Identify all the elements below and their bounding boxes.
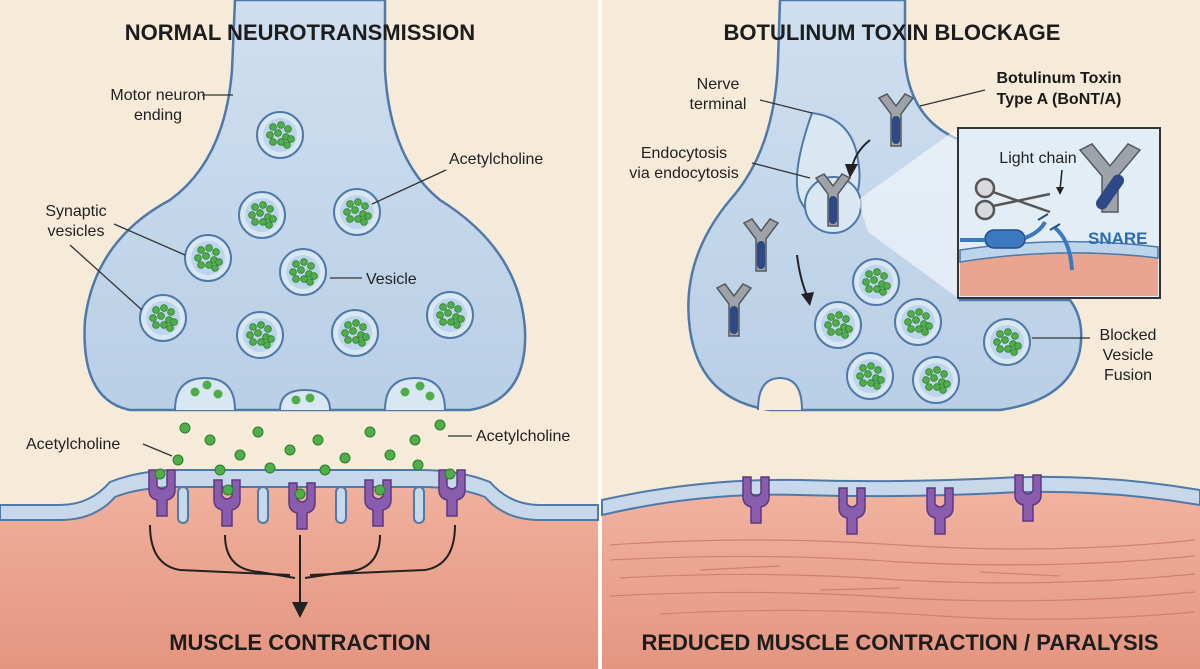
vesicle [256,111,304,159]
leader-endocytosis [751,162,811,179]
label-acetylcholine-left: Acetylcholine [26,436,120,453]
leader-synaptic-b [69,244,143,311]
label-synaptic-2: vesicles [48,223,105,240]
label-toxin-2: Type A (BoNT/A) [997,91,1122,108]
vesicle [852,258,900,306]
leader-nerve-terminal [759,99,813,114]
fusion-pores [174,376,446,411]
left-title: NORMAL NEUROTRANSMISSION [125,20,475,45]
vesicle [333,188,381,236]
motor-neuron-terminal [83,0,527,412]
label-snare: SNARE [1088,229,1148,248]
closed-pore [757,376,803,411]
label-synaptic-1: Synaptic [45,203,106,220]
left-caption: MUSCLE CONTRACTION [169,630,431,655]
leader-acetylcholine-vesicle [371,169,447,205]
label-acetylcholine-right: Acetylcholine [476,428,570,445]
left-panel: NORMAL NEUROTRANSMISSION MUSCLE CONTRACT… [0,0,599,669]
label-blocked-1: Blocked [1100,327,1157,344]
vesicle [331,309,379,357]
label-motor-neuron-1: Motor neuron [110,87,205,104]
vesicle [238,191,286,239]
vesicle [846,352,894,400]
vesicle [426,291,474,339]
label-blocked-3: Fusion [1104,367,1152,384]
leader-synaptic-a [113,223,186,256]
vesicle [814,301,862,349]
scissors-icon [974,177,1051,221]
label-blocked-2: Vesicle [1103,347,1154,364]
vesicle [139,294,187,342]
label-light-chain: Light chain [999,150,1076,167]
vesicle [184,234,232,282]
vesicle [894,298,942,346]
snare-inset [957,127,1161,299]
label-acetylcholine-vesicle: Acetylcholine [449,151,543,168]
label-endocytosis-2: via endocytosis [629,165,738,182]
contraction-arrows [149,524,456,618]
label-endocytosis-1: Endocytosis [641,145,727,162]
muscle-striations [609,539,1196,620]
inset-zoom-cone [858,128,958,298]
vesicle [236,311,284,359]
label-nerve-1: Nerve [697,76,740,93]
leader-acetylcholine-left [142,443,173,457]
vesicle [279,248,327,296]
junctional-folds [177,486,425,524]
vesicle [983,318,1031,366]
leader-toxin [919,89,986,107]
label-motor-neuron-2: ending [134,107,182,124]
toxin-path-arrows [796,139,871,306]
right-title: BOTULINUM TOXIN BLOCKAGE [724,20,1061,45]
label-toxin-1: Botulinum Toxin [996,70,1121,87]
label-vesicle: Vesicle [366,271,417,288]
right-caption: REDUCED MUSCLE CONTRACTION / PARALYSIS [641,630,1158,655]
vesicle [912,356,960,404]
right-panel: Light chain SNARE BOTULINUM TOXIN BLOCKA… [601,0,1200,669]
label-nerve-2: terminal [690,96,747,113]
